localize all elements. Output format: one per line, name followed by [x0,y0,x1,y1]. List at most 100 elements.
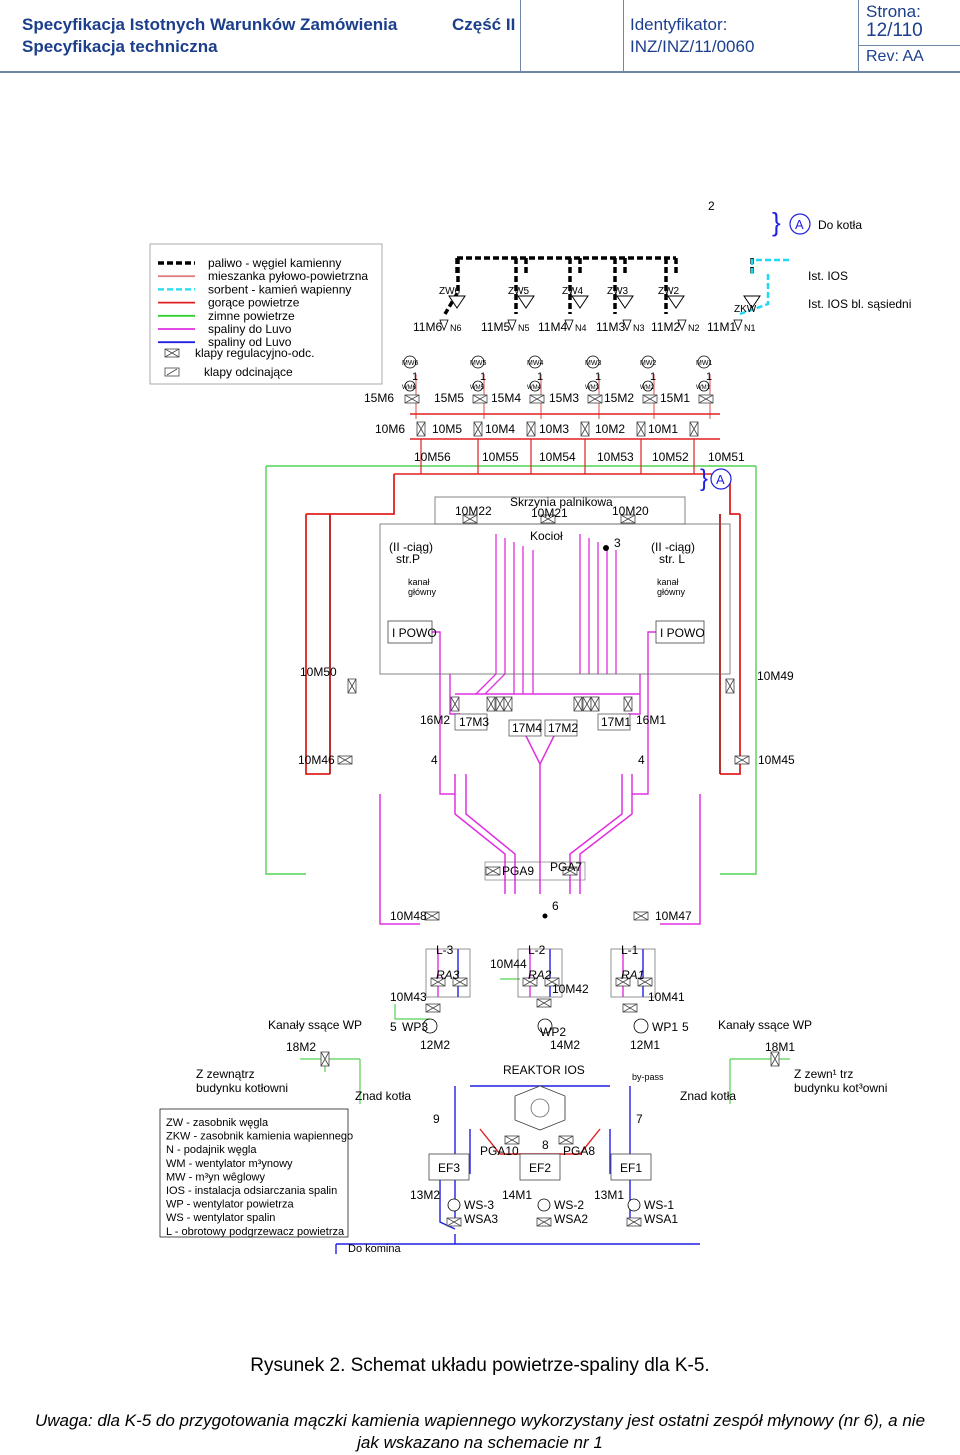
bunker-icon [743,295,761,309]
electrofilter-2 [519,1153,561,1181]
hot-air-line [305,514,330,775]
forced-draft-fan-3 [422,1018,438,1034]
bunker-label: ZW5 [508,286,530,297]
legend-label: spaliny od Luvo [208,335,292,349]
label-do-kotla: Do kotła [818,218,862,232]
electrofilter-3 [428,1153,470,1181]
mill-label: 11M1 [707,320,736,334]
damper-label: 10M50 [300,665,337,679]
marker-A-text: A [716,472,725,487]
bunker-icon [667,295,685,309]
above-boiler-left: Znad kotła [355,1089,411,1103]
abbreviation-item: WS - wentylator spalin [166,1212,275,1224]
mill-number: 1 [595,371,601,383]
damper-icon [633,911,649,921]
damper-label: 15M5 [434,391,464,405]
damper-icon [425,1003,441,1013]
damper-label: 15M4 [491,391,521,405]
electrofilter-label: EF1 [620,1161,642,1175]
economizer-right [655,620,705,644]
shutoff-damper-icon [164,367,180,377]
cold-air-line [720,466,757,875]
air-heater-ra: RA1 [621,968,644,982]
label-box [544,719,578,737]
reactor-core [530,1098,550,1118]
label-ist-ios-bl: Ist. IOS bl. sąsiedni [808,297,911,311]
mill-label: 11M5 [481,320,510,334]
damper-label: 10M43 [390,990,427,1004]
damper-label: 10M2 [595,422,625,436]
feeder-label: N6 [450,323,462,333]
fan-label: WP2 [540,1025,566,1039]
label-5: 5 [390,1020,397,1034]
abbreviation-item: N - podajnik węgla [166,1144,257,1156]
mill-id: MW6 [402,360,418,367]
damper-label: 13M2 [410,1188,440,1202]
fan-label: WP1 [652,1020,678,1034]
damper-label: 10M47 [655,909,692,923]
brace-icon: } [772,207,781,237]
abbreviation-item: MW - m³yn wêglowy [166,1171,266,1183]
bunker-label: ZW2 [658,286,680,297]
damper-label: 15M3 [549,391,579,405]
label-4: 4 [638,753,645,767]
mill-icon [641,355,655,369]
feeder-label: N5 [518,323,530,333]
abbreviation-item: ZW - zasobnik węgla [166,1117,269,1129]
damper-icon [626,1217,642,1227]
damper-icon [320,1051,330,1067]
flue-gas-line [628,674,641,715]
fan-label: WSA3 [464,1212,498,1226]
mill-number: 1 [537,371,543,383]
damper-label: 13M1 [594,1188,624,1202]
air-heater-ra: RA2 [528,968,552,982]
mill-label: 11M2 [651,320,680,334]
flue-gas-line [475,534,497,695]
abbreviation-item: IOS - instalacja odsiarczania spalin [166,1185,337,1197]
damper-label: 14M1 [502,1188,532,1202]
point-3 [603,545,609,551]
pga-box [484,861,586,881]
feeder-icon [622,319,632,332]
damper-label: 15M2 [604,391,634,405]
footnote-line-2: jak wskazano na schemacie nr 1 [357,1433,603,1452]
damper-label: 10M42 [552,982,589,996]
damper-icon [642,394,658,404]
damper-icon [573,696,583,712]
spec-title: Specyfikacja Istotnych Warunków Zamówien… [22,15,398,34]
fan-id: WM6 [402,385,417,391]
bypass-label: by-pass [632,1072,664,1082]
abbreviation-item: WM - wentylator m³ynowy [166,1158,293,1170]
flue-gas-line [484,538,506,695]
forced-draft-fan-1 [633,1018,649,1034]
label-4: 4 [431,753,438,767]
damper-label: 10M41 [648,990,685,1004]
label-box [508,719,542,737]
forced-draft-fan-2 [537,1018,553,1034]
revision: Rev: AA [866,48,924,65]
mill-icon [528,355,542,369]
damper-label: 10M46 [298,753,335,767]
air-heater-label: L-3 [436,943,454,957]
second-pass-right: (II -ciąg) [651,540,695,554]
damper-icon [725,678,735,694]
duct-label: kanał [657,577,679,587]
damper-icon [424,911,440,921]
label-8: 8 [542,1138,549,1152]
abbreviation-item: WP - wentylator powietrza [166,1199,294,1211]
fan-label: WP3 [402,1020,428,1034]
legend-reg-damper: klapy regulacyjno-odc. [195,346,314,360]
fan-id: WM1 [696,385,711,391]
duct-label: kanał [408,577,430,587]
marker-A-top-text: A [795,217,804,232]
legend-label: sorbent - kamień wapienny [208,282,351,296]
damper-icon [770,1051,780,1067]
damper-label: 10M3 [539,422,569,436]
damper-label: 16M1 [636,713,666,727]
damper-label: 10M51 [708,450,745,464]
mill-icon [403,355,417,369]
damper-icon [526,421,536,437]
rotary-heater-3 [425,948,471,998]
label-2: 2 [708,199,715,213]
